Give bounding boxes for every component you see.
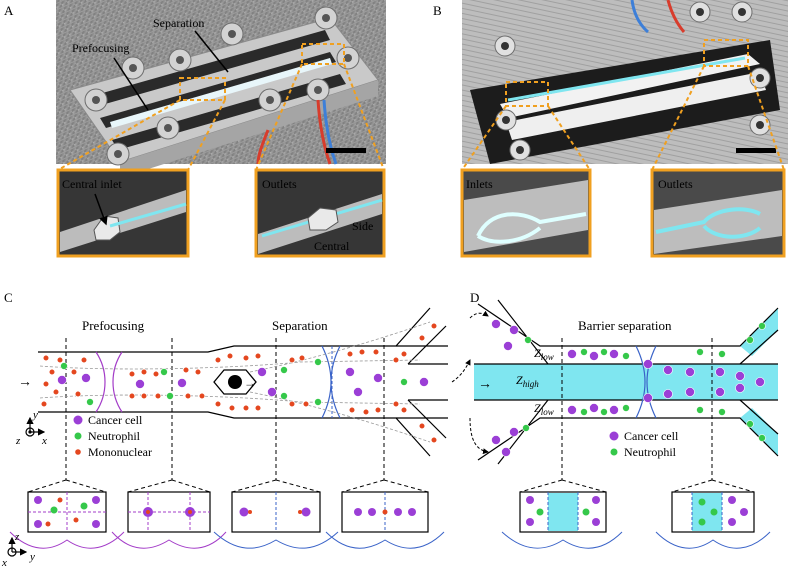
panel-a-letter: A [4,3,14,18]
axes-c-bottom [7,536,28,557]
cross-section-d-2 [655,491,771,549]
panel-b-letter: B [433,3,442,18]
panel-c: C Prefocusing Separation → [1,290,471,569]
inset-b-left: Inlets [460,168,592,258]
title-prefocusing: Prefocusing [82,318,145,333]
axes-c [25,416,46,437]
legend-c-mononuclear: Mononuclear [88,445,152,459]
inset-b-right: Outlets [650,168,786,258]
title-separation: Separation [272,318,328,333]
node-curve-prefocus [95,351,123,413]
axis-y-label: y [32,409,38,421]
inset-a-right-title: Outlets [262,177,297,191]
cross-section-c-3 [213,491,339,549]
cells-c [40,322,438,444]
panel-a: A [4,0,386,258]
node-curve-barrier [635,345,657,419]
cross-section-d-1 [501,491,623,549]
legend-c: Cancer cell Neutrophil Mononuclear [73,413,152,459]
axis-x-label: x [41,435,47,447]
legend-c-cancer: Cancer cell [88,413,143,427]
inset-b-left-label: Inlets [466,177,493,191]
cells-d [491,319,766,457]
axis-z-label: z [15,435,21,447]
inlet-arrow-d: → [478,377,492,392]
inset-a-right-central: Central [314,239,350,253]
inlet-arrow-hex: → [244,376,256,390]
legend-d-cancer: Cancer cell [624,429,679,443]
inset-a-left: Central inlet [56,168,190,258]
node-curve-separation [321,345,341,419]
cross-section-c-1 [9,491,125,549]
cross-section-c-4 [325,491,445,549]
label-prefocusing: Prefocusing [72,41,129,55]
panel-d-letter: D [470,290,479,305]
panel-b: B [433,0,788,258]
label-separation: Separation [153,16,204,30]
photo-a [56,0,386,178]
channel-c [38,307,448,457]
inset-a-left-label: Central inlet [62,177,122,191]
title-barrier-separation: Barrier separation [578,318,672,333]
bottom-axis-z-label: z [14,531,20,543]
z-low-top: Zlow [534,346,554,362]
inlet-arrow-c: → [18,375,32,390]
cross-section-c-2 [111,491,227,549]
z-low-bottom: Zlow [534,401,554,417]
bottom-axis-x-label: x [1,557,7,569]
legend-d-neutrophil: Neutrophil [624,445,677,459]
inset-a-right-side: Side [352,219,373,233]
photo-b [462,0,788,164]
legend-c-neutrophil: Neutrophil [88,429,141,443]
focused-cell [228,375,242,389]
bottom-axis-y-label: y [29,551,35,563]
panel-c-letter: C [4,290,13,305]
z-high: Zhigh [516,373,539,389]
inset-a-right: Outlets Side Central [254,168,386,258]
legend-d: Cancer cell Neutrophil [609,429,679,459]
barrier-stream [474,364,778,400]
inset-b-right-label: Outlets [658,177,693,191]
panel-d: D Barrier separation → Zlow Zhigh Zlow [469,290,779,549]
